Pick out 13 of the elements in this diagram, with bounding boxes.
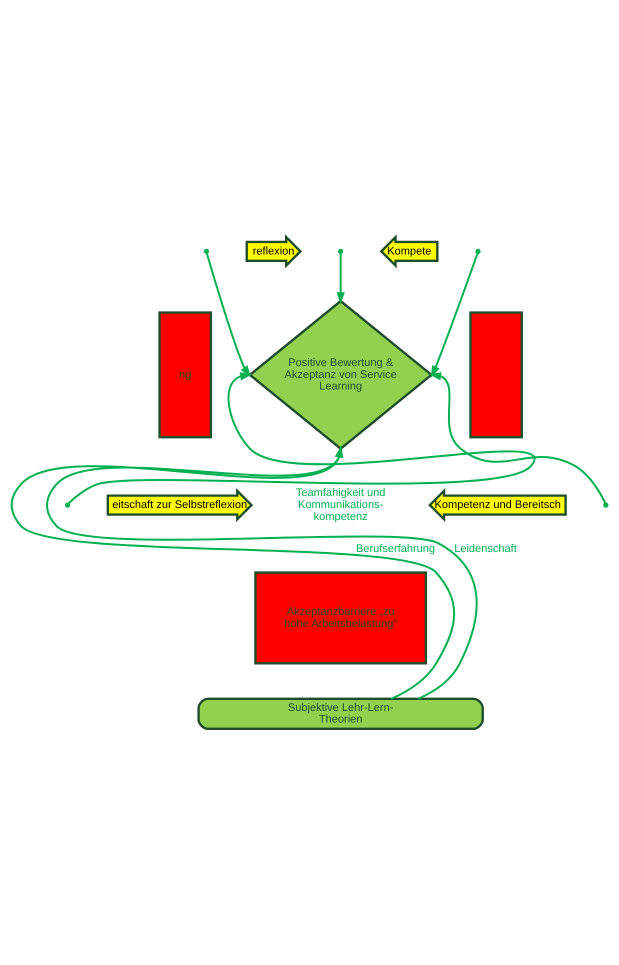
arrow <box>336 252 345 304</box>
node-box: ng <box>158 310 212 438</box>
node-diamond: Positive Bewertung & Akzeptanz von Service Learning <box>248 299 434 450</box>
edge-label: Berufserfahrung <box>356 542 436 555</box>
arrow <box>206 252 251 377</box>
edge-label: Leidenschaft <box>454 542 517 555</box>
node-box: Subjektive Lehr-Lern- Theorien <box>197 697 484 730</box>
label: Teamfähigkeit und Kommunikations- kompetenz <box>296 486 386 522</box>
arrow <box>430 252 479 378</box>
arrow <box>429 364 606 504</box>
arrow <box>68 364 534 504</box>
node-box <box>469 310 523 438</box>
node-box: Akzeptanzbarriere „zu hohe Arbeitsbelastung“ <box>254 570 428 664</box>
